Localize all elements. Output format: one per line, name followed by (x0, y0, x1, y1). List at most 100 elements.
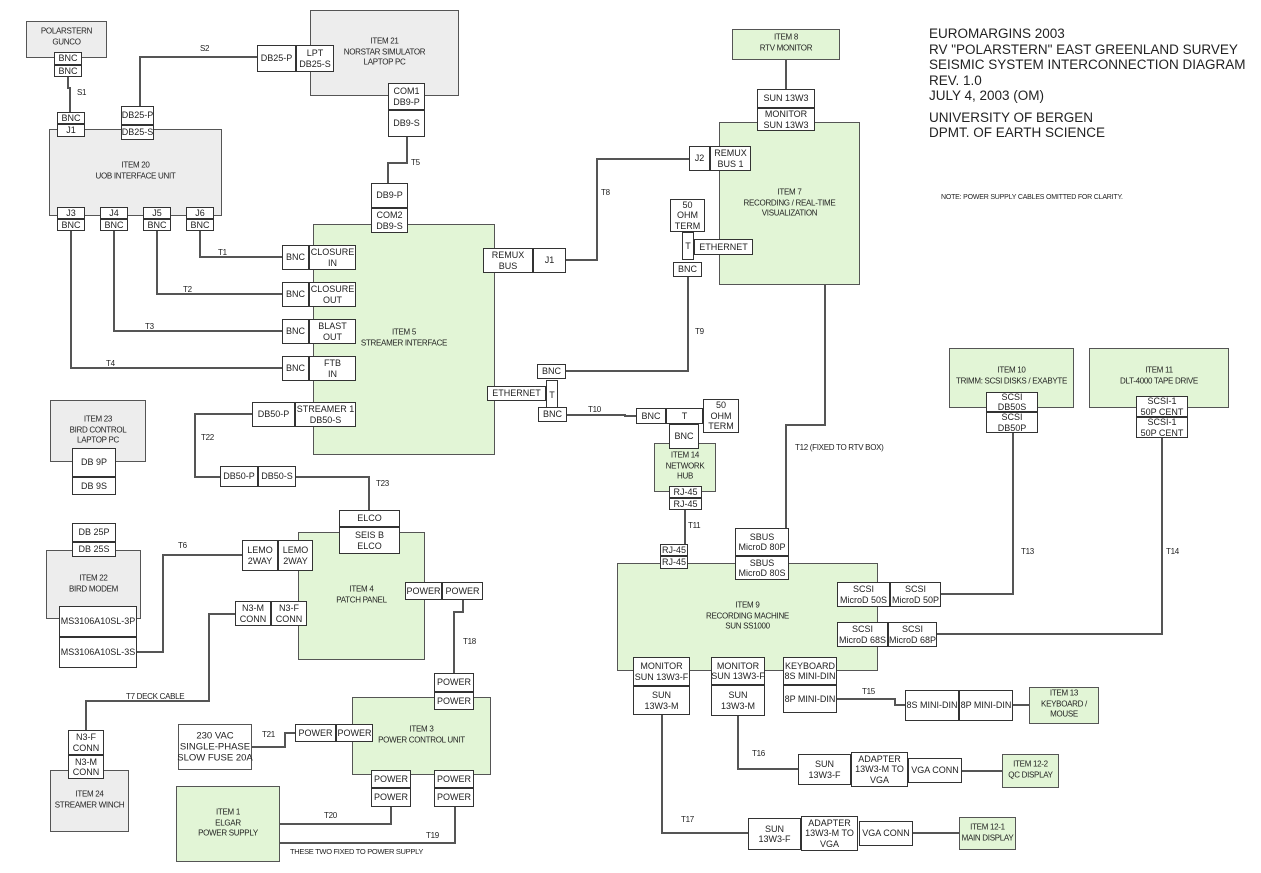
connector-label: N3-M (242, 603, 264, 613)
connector: DB 25S (72, 542, 116, 557)
connector: BNC (57, 112, 85, 124)
equipment-item1 (176, 786, 280, 862)
connector-label: T (681, 410, 688, 421)
cable-t3 (113, 231, 282, 332)
label-line: POWER SUPPLY (198, 828, 258, 838)
connector-label: SUN 13W3 (763, 119, 809, 130)
connector-label: REMUX (491, 250, 525, 260)
connector-label: MONITOR (640, 661, 683, 671)
connector: BNC (537, 364, 566, 379)
connector-label: SCSI (851, 624, 873, 634)
connector-label: POWER (373, 773, 408, 784)
label-line: SLOW FUSE 20A (177, 752, 253, 764)
connector-label: POWER (373, 792, 408, 803)
connector-label: DB 9P (80, 457, 107, 468)
connector: T (546, 380, 558, 410)
cable-t23 (296, 476, 370, 510)
connector-label: DB50-P (257, 409, 290, 420)
connector: DB25-S (121, 125, 154, 140)
label-line: POLARSTERN (40, 26, 93, 36)
label-line: BIRD MODEM (68, 584, 119, 593)
connector: BNC (282, 282, 309, 307)
connector-label: POWER (436, 677, 471, 688)
label-line: QC DISPLAY (1008, 770, 1053, 779)
label-line: ITEM 9 (735, 600, 760, 610)
connector-label: RJ-45 (661, 544, 686, 555)
connector-label: SUN 13W3-F (711, 671, 765, 681)
note-text: NOTE: POWER SUPPLY CABLES OMITTED FOR CL… (941, 194, 1123, 201)
connector: J3 (57, 207, 85, 219)
label-line: DLT-4000 TAPE DRIVE (1120, 376, 1198, 385)
cable-t2 (156, 231, 282, 295)
label-line: NORSTAR SIMULATOR (343, 46, 426, 56)
connector-label: BNC (541, 366, 561, 377)
connector: ETHERNET (487, 386, 546, 401)
cable-s2 (139, 56, 257, 106)
connector-label: T (685, 240, 691, 251)
connector-label: 50 (682, 199, 693, 210)
connector-label: MicroD 80P (738, 542, 786, 552)
label-line: PATCH PANEL (336, 595, 387, 604)
cable-label: T15 (862, 687, 875, 696)
connector-label: DB9-P (393, 96, 420, 107)
label-line: BIRD CONTROL (69, 424, 127, 434)
cable-label: T19 (426, 831, 439, 840)
connector: BNC (282, 245, 309, 270)
connector: SUN 13W3 (757, 89, 815, 108)
connector-label: DB25-S (121, 127, 154, 138)
label-line: VISUALIZATION (761, 208, 818, 218)
connector-label: ADAPTER (858, 753, 901, 764)
connector: 8P MINI-DIN (783, 685, 837, 713)
label-line: ITEM 21 (370, 36, 399, 46)
connector: RJ-45 (660, 556, 688, 569)
connector-label: J2 (694, 153, 705, 164)
equipment-item12-1 (959, 817, 1016, 850)
cable-s1 (67, 77, 71, 112)
connector-label: SUN (728, 690, 748, 700)
connector-label: REMUX (714, 148, 747, 158)
connector-label: STREAMER 1 (296, 404, 355, 414)
connector: RJ-45 (669, 486, 702, 498)
cable-label: T12 (FIXED TO RTV BOX) (795, 443, 884, 452)
connector-label: COM1 (393, 86, 420, 96)
label-line: NETWORK (665, 460, 705, 470)
connector-label: N3-M (75, 756, 97, 767)
cable-label: T8 (601, 188, 610, 197)
label-line: RECORDING / REAL-TIME (743, 197, 836, 207)
connector-label: 8S MINI-DIN (784, 671, 836, 681)
connector-label: ETHERNET (492, 388, 541, 399)
cable-t14 (937, 438, 1163, 635)
connector: J1 (57, 124, 85, 137)
cable-label: T10 (588, 405, 601, 414)
connector-label: VGA CONN (862, 828, 910, 839)
cable-t16 (737, 716, 798, 770)
connector-label: DB 25P (78, 527, 110, 538)
connector-label: IN (328, 257, 337, 268)
label-line: SUN SS1000 (725, 621, 770, 631)
connector-label: 2WAY (283, 555, 308, 566)
connector-label: MicroD 68P (889, 634, 937, 645)
connector-label: DB50S (997, 402, 1027, 412)
cable-label: S2 (200, 44, 210, 53)
connector: ELCO (339, 510, 400, 527)
connector-label: TERM (708, 421, 734, 432)
connector-label: 50P CENT (1140, 406, 1184, 417)
connector: POWER (434, 770, 474, 788)
connector-label: J1 (66, 125, 76, 136)
label-line: 230 VAC (196, 730, 234, 742)
equipment-gunco (26, 21, 107, 58)
cable-label: T5 (411, 158, 420, 167)
connector-label: BNC (285, 289, 305, 300)
connector-label: ETHERNET (699, 241, 748, 252)
